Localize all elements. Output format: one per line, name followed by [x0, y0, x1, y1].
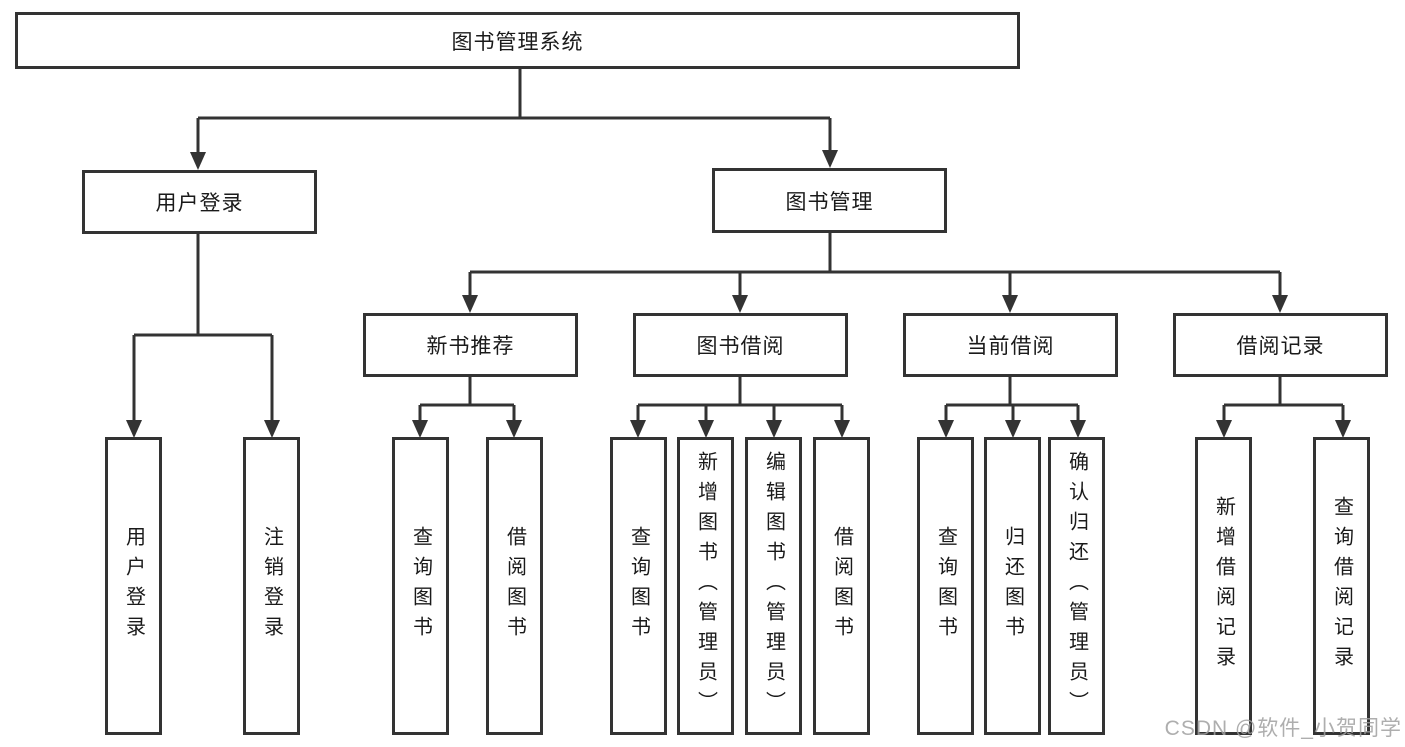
node-leaf-logout: 注销登录 [243, 437, 300, 735]
leaf-query-books-2-label: 查询图书 [627, 526, 650, 646]
node-leaf-return-book: 归还图书 [984, 437, 1041, 735]
node-leaf-add-book-admin: 新增图书（管理员） [677, 437, 734, 735]
group-new-book-recommend-label: 新书推荐 [426, 335, 515, 358]
node-group-current-borrow: 当前借阅 [903, 313, 1118, 377]
node-leaf-confirm-return-admin: 确认归还（管理员） [1048, 437, 1105, 735]
leaf-query-books-3-label: 查询图书 [934, 526, 957, 646]
leaf-logout-label: 注销登录 [260, 526, 283, 646]
leaf-user-login-label: 用户登录 [122, 526, 145, 646]
csdn-watermark: CSDN @软件_小贺同学 [1164, 717, 1402, 740]
leaf-confirm-return-admin-label: 确认归还（管理员） [1065, 451, 1088, 721]
node-root-label: 图书管理系统 [451, 30, 584, 54]
leaf-query-books-1-label: 查询图书 [409, 526, 432, 646]
group-current-borrow-label: 当前借阅 [966, 335, 1055, 358]
node-leaf-user-login: 用户登录 [105, 437, 162, 735]
leaf-add-book-admin-label: 新增图书（管理员） [694, 451, 717, 721]
node-branch-book-management: 图书管理 [712, 168, 947, 233]
leaf-return-book-label: 归还图书 [1001, 526, 1024, 646]
branch-user-login-label: 用户登录 [155, 192, 244, 215]
node-root-system: 图书管理系统 [15, 12, 1020, 69]
node-leaf-query-books-3: 查询图书 [917, 437, 974, 735]
group-borrow-records-label: 借阅记录 [1236, 335, 1325, 358]
node-group-borrow-records: 借阅记录 [1173, 313, 1388, 377]
leaf-borrow-books-1-label: 借阅图书 [503, 526, 526, 646]
node-leaf-query-borrow-record: 查询借阅记录 [1313, 437, 1370, 735]
node-leaf-add-borrow-record: 新增借阅记录 [1195, 437, 1252, 735]
node-leaf-query-books-1: 查询图书 [392, 437, 449, 735]
node-branch-user-login: 用户登录 [82, 170, 317, 234]
node-leaf-borrow-books-1: 借阅图书 [486, 437, 543, 735]
leaf-edit-book-admin-label: 编辑图书（管理员） [762, 451, 785, 721]
group-book-borrow-label: 图书借阅 [696, 335, 785, 358]
leaf-query-borrow-record-label: 查询借阅记录 [1330, 496, 1353, 676]
branch-book-management-label: 图书管理 [785, 190, 874, 214]
node-leaf-edit-book-admin: 编辑图书（管理员） [745, 437, 802, 735]
node-group-book-borrow: 图书借阅 [633, 313, 848, 377]
node-leaf-query-books-2: 查询图书 [610, 437, 667, 735]
leaf-add-borrow-record-label: 新增借阅记录 [1212, 496, 1235, 676]
leaf-borrow-books-2-label: 借阅图书 [830, 526, 853, 646]
node-leaf-borrow-books-2: 借阅图书 [813, 437, 870, 735]
node-group-new-book-recommend: 新书推荐 [363, 313, 578, 377]
